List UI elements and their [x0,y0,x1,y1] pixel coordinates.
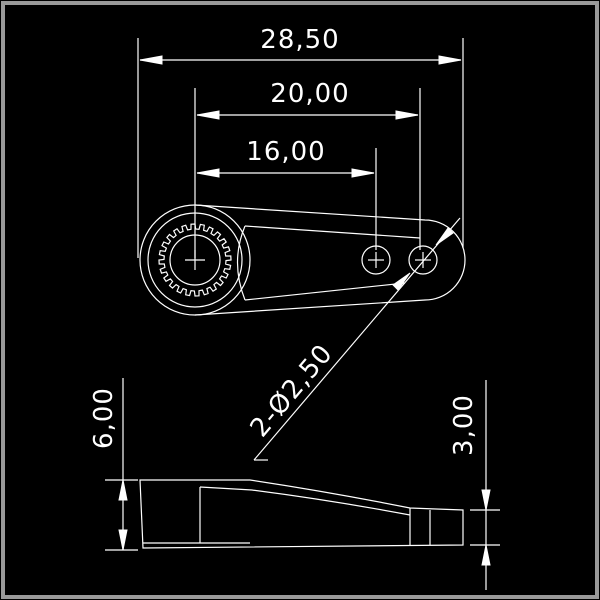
dim-total-height: 6,00 [89,387,119,449]
spline-gear [158,223,232,297]
servo-horn-top-view [139,204,466,316]
dim-arm-thickness: 3,00 [449,394,479,456]
mounting-hole-outer [408,245,438,275]
dim-hole-diameter: 2-Ø2,50 [245,339,340,444]
dim-overall-length: 28,50 [260,25,339,55]
dim-hole-spacing-outer: 20,00 [270,79,349,109]
servo-horn-side-view [105,378,500,590]
dim-hole-spacing-inner: 16,00 [246,137,325,167]
